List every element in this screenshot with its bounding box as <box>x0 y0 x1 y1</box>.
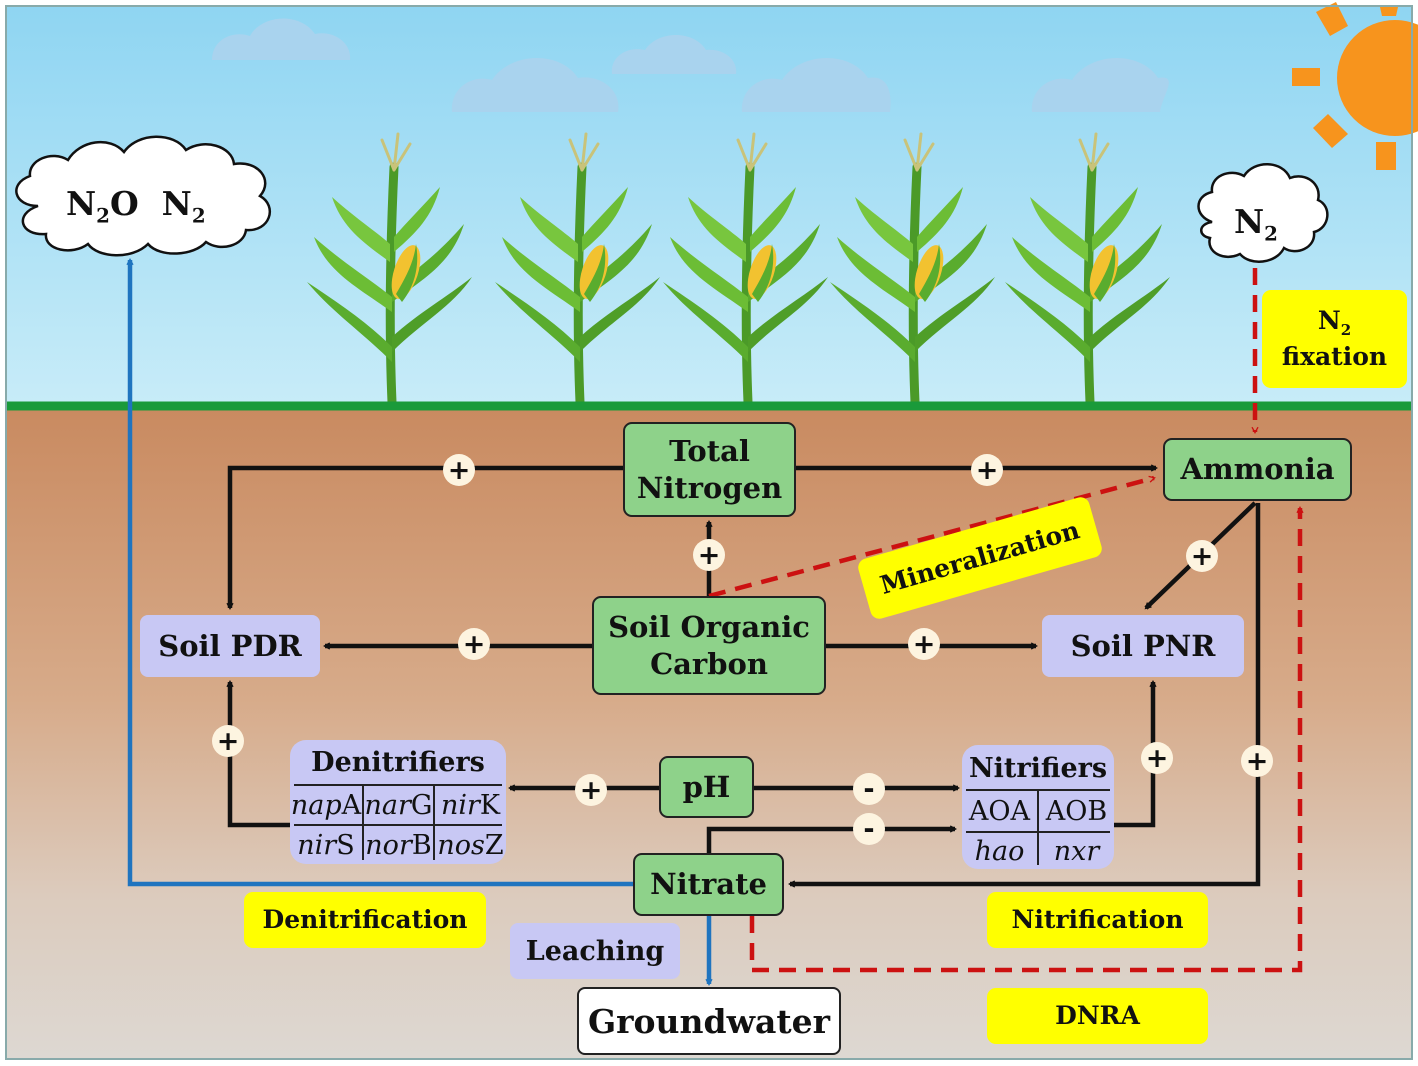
sign-ammonia-to-pnr: + <box>1186 540 1218 572</box>
soil-organic-carbon-node: Soil Organic Carbon <box>592 596 826 695</box>
sign-nitrate-to-nitrifiers: - <box>853 813 885 845</box>
soil-pnr-node: Soil PNR <box>1042 615 1244 677</box>
n2-label: N2 <box>1234 202 1278 246</box>
sign-ammonia-to-nitrate: + <box>1241 745 1273 777</box>
sign-nitrifiers-to-pnr: + <box>1141 742 1173 774</box>
groundwater-node: Groundwater <box>577 987 841 1055</box>
sign-tn-to-ammonia: + <box>971 454 1003 486</box>
sign-soc-to-pnr: + <box>908 628 940 660</box>
arrow-tn-to-pdr <box>226 465 623 610</box>
nitrifiers-box: Nitrifiers AOA AOB hao nxr <box>962 745 1114 869</box>
sun <box>1292 2 1418 170</box>
nitrifier-nxr: nxr <box>1053 835 1100 867</box>
ph-node: pH <box>659 756 754 818</box>
sign-ph-to-denitrifiers: + <box>575 774 607 806</box>
n2-fixation-label: N2 fixation <box>1262 290 1407 388</box>
n2o-n2-cloud <box>15 135 271 257</box>
n2-cloud <box>1197 163 1329 263</box>
sign-ph-to-nitrifiers: - <box>853 773 885 805</box>
leaching-label: Leaching <box>510 923 680 979</box>
nitrification-label: Nitrification <box>987 892 1208 948</box>
arrow-dnra <box>749 506 1304 973</box>
total-nitrogen-node: Total Nitrogen <box>623 422 796 517</box>
frame <box>5 5 1413 1060</box>
n2o-n2-label: N2O N2 <box>66 184 206 228</box>
sign-denitrifiers-to-pdr: + <box>212 725 244 757</box>
nitrifier-hao: hao <box>974 835 1025 867</box>
nitrate-node: Nitrate <box>633 853 784 916</box>
sign-soc-to-pdr: + <box>458 628 490 660</box>
arrow-nitrifiers-to-pnr <box>1114 680 1157 828</box>
denitrifiers-title: Denitrifiers <box>311 747 485 778</box>
background-clouds <box>212 18 1169 112</box>
arrow-denitrification <box>126 258 633 887</box>
black-arrows <box>226 464 1261 888</box>
soil-pdr-node: Soil PDR <box>140 615 320 677</box>
sign-tn-to-pdr: + <box>443 454 475 486</box>
ammonia-node: Ammonia <box>1163 438 1352 501</box>
nitrifier-aob: AOB <box>1045 795 1108 827</box>
blue-arrows <box>126 258 713 986</box>
dnra-label: DNRA <box>987 988 1208 1044</box>
nitrifier-aoa: AOA <box>968 795 1031 827</box>
sign-soc-to-tn: + <box>693 539 725 571</box>
denitrification-label: Denitrification <box>244 892 486 948</box>
arrow-ammonia-to-nitrate <box>788 503 1261 888</box>
nitrifiers-title: Nitrifiers <box>968 753 1108 784</box>
